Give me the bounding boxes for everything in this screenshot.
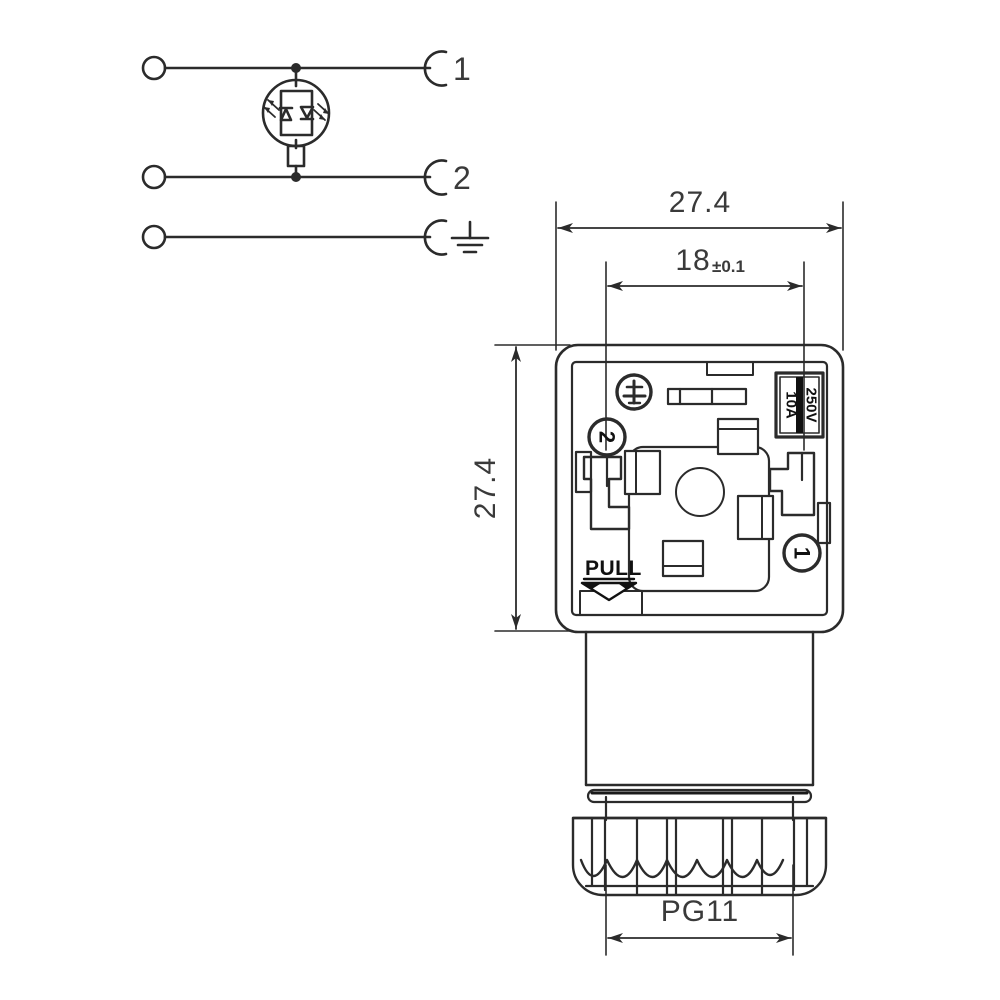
terminal-label-1: 1 [453,51,471,87]
slot-left [574,450,593,494]
dimension-pin-spacing [605,261,805,451]
faceplate-outline [570,360,829,617]
dimension-tolerance-pin-spacing: ±0.1 [712,257,745,276]
terminal-marking-2: 2 [587,417,627,457]
connector-front-view: 2 1 10A 250V [554,343,845,897]
led-diode-left [279,107,293,122]
slot-right [816,501,832,545]
contact-blade-1-shape [768,451,816,517]
rating-current-label: 10A [783,391,800,419]
wire-terminal-dot-1 [141,55,167,81]
triangle-down-icon [580,581,638,602]
contact-blade-1 [768,451,816,517]
wire-terminal-dot-pe [141,224,167,250]
center-hole [675,467,725,517]
socket-contact-2 [423,159,448,196]
bidirectional-led-symbol [261,66,331,150]
pull-label: PULL [585,557,642,580]
housing-outline [554,343,845,634]
wire-terminal-dot-2 [141,164,167,190]
dimension-width-overall [555,201,844,351]
dimension-text-pin-spacing: 18 [675,244,710,277]
contact-blade-2 [582,453,631,531]
earth-ground-icon [450,220,490,254]
top-notch [706,361,754,376]
rating-voltage-label: 250V [803,387,820,422]
socket-contact-1 [423,50,448,87]
gasket-clips [623,417,775,578]
series-resistor-symbol [286,144,306,179]
gasket-clip-bottom [661,539,705,578]
gasket-clip-top [716,417,760,456]
contact-blade-2-shape [582,455,631,531]
led-inner-loop [279,89,314,137]
dimension-text-height: 27.4 [469,457,502,519]
dimension-text-thread: PG11 [661,895,740,928]
terminal-label-2: 2 [453,160,471,196]
led-emission-arrows [263,99,330,121]
cable-gland-nut [571,816,828,897]
socket-contact-pe [423,219,448,256]
led-diode-right [299,105,315,120]
terminal-marking-2-label: 2 [595,431,620,443]
dimension-thread [605,864,794,956]
circuit-schematic [141,50,490,256]
schematic-line-pe [141,219,490,256]
top-bar-segments [666,387,748,406]
knurl-ribs [590,816,809,896]
earth-ground-icon [615,373,653,411]
dimension-height-overall [494,344,571,632]
rating-label [774,371,825,439]
rating-divider-bar [796,377,803,433]
terminal-marking-1-label: 1 [790,547,815,559]
gland-nut-outline [571,816,828,897]
knurl-scallops [579,858,785,879]
washer-flange [586,788,813,804]
gasket-clip-right [736,494,775,541]
terminal-marking-1: 1 [782,533,822,573]
dimension-text-width: 27.4 [669,186,731,219]
pull-marking: PULL [580,557,642,602]
connector-lower-body [584,630,815,804]
gasket-clip-left [623,449,662,496]
